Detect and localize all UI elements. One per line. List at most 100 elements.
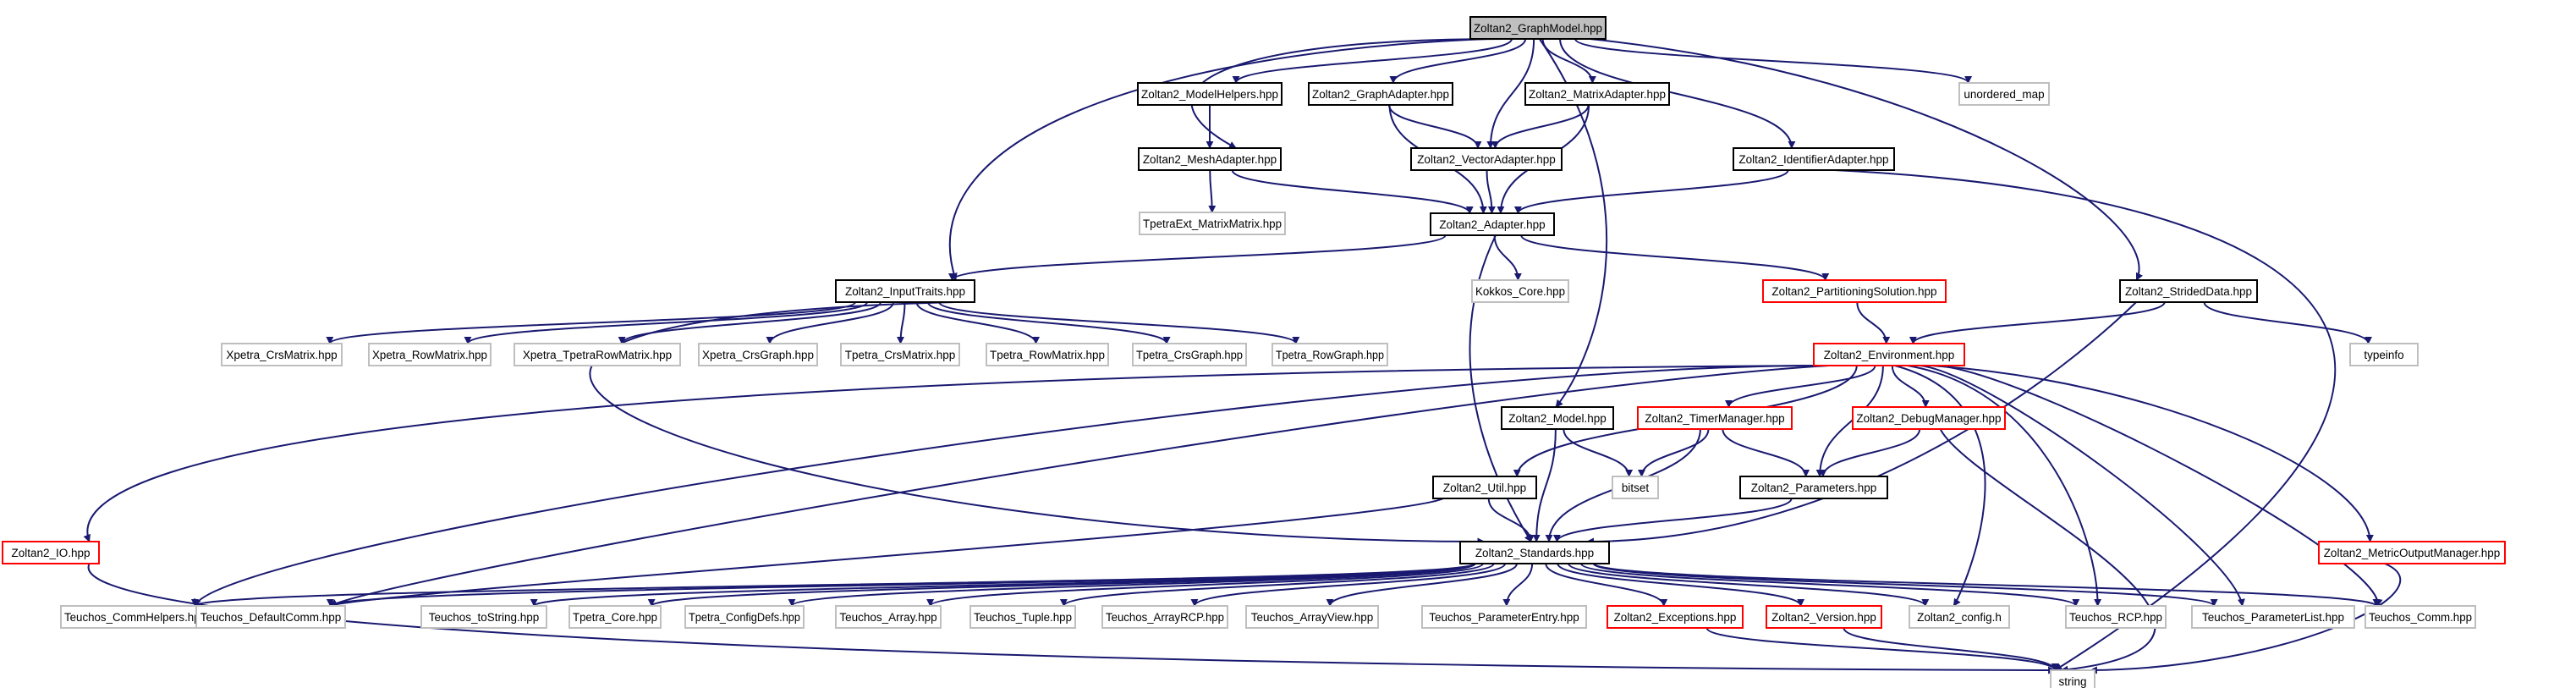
node-box bbox=[1637, 406, 1793, 430]
node-label: Tpetra_CrsMatrix.hpp bbox=[845, 349, 956, 361]
node-box bbox=[1410, 147, 1563, 171]
node-identifieradapter[interactable]: Zoltan2_IdentifierAdapter.hpp bbox=[1733, 147, 1895, 171]
node-label: Zoltan2_Standards.hpp bbox=[1475, 547, 1594, 559]
edge-standards-to-teuchos_defaultcomm bbox=[327, 563, 1476, 607]
node-tpetra-crsmatrix: Tpetra_CrsMatrix.hpp bbox=[840, 343, 960, 366]
node-teuchos-comm: Teuchos_Comm.hpp bbox=[2365, 605, 2476, 629]
node-meshadapter[interactable]: Zoltan2_MeshAdapter.hpp bbox=[1138, 147, 1282, 171]
node-label: Tpetra_RowGraph.hpp bbox=[1276, 349, 1384, 361]
node-box bbox=[221, 343, 343, 366]
node-label: Teuchos_CommHelpers.hpp bbox=[64, 611, 206, 624]
node-standards[interactable]: Zoltan2_Standards.hpp bbox=[1459, 541, 1610, 564]
node-box bbox=[1469, 16, 1607, 40]
edge-standards-to-version bbox=[1557, 563, 1805, 607]
node-box bbox=[2365, 605, 2476, 629]
node-box bbox=[420, 605, 547, 629]
node-box bbox=[2119, 279, 2258, 303]
node-label: Teuchos_ArrayView.hpp bbox=[1251, 611, 1374, 624]
node-label: Zoltan2_PartitioningSolution.hpp bbox=[1771, 285, 1936, 298]
node-box bbox=[1139, 212, 1286, 235]
node-box bbox=[1852, 406, 2006, 430]
edge-matrixadapter-to-vectoradapter bbox=[1491, 104, 1590, 149]
node-exceptions[interactable]: Zoltan2_Exceptions.hpp bbox=[1607, 605, 1744, 629]
node-box bbox=[2065, 605, 2167, 629]
node-teuchos-parameterlist: Teuchos_ParameterList.hpp bbox=[2191, 605, 2355, 629]
node-util[interactable]: Zoltan2_Util.hpp bbox=[1432, 476, 1537, 499]
node-version[interactable]: Zoltan2_Version.hpp bbox=[1766, 605, 1882, 629]
edge-standards-to-teuchos_arrayrcp bbox=[1190, 563, 1507, 607]
edge-identifieradapter-to-adapter bbox=[1514, 169, 1789, 214]
node-xpetra-rowmatrix: Xpetra_RowMatrix.hpp bbox=[368, 343, 492, 366]
node-teuchos-tuple: Teuchos_Tuple.hpp bbox=[969, 605, 1076, 629]
node-label: Tpetra_Core.hpp bbox=[573, 611, 657, 624]
node-partitioningsolution[interactable]: Zoltan2_PartitioningSolution.hpp bbox=[1762, 279, 1947, 303]
edge-graphmodel-to-inputtraits bbox=[948, 38, 1488, 281]
edge-debugmanager-to-parameters bbox=[1819, 428, 1921, 477]
edge-environment-to-teuchos_comm bbox=[1931, 364, 2383, 607]
edge-inputtraits-to-tpetra_crsgraph bbox=[926, 301, 1171, 344]
node-label: Tpetra_RowMatrix.hpp bbox=[990, 349, 1105, 361]
node-tpetra-core: Tpetra_Core.hpp bbox=[568, 605, 662, 629]
node-tpetra-configdefs: Tpetra_ConfigDefs.hpp bbox=[684, 605, 805, 629]
node-label: bitset bbox=[1622, 482, 1650, 494]
edge-model-to-bitset bbox=[1563, 428, 1634, 477]
node-box bbox=[1501, 406, 1614, 430]
node-box bbox=[1308, 82, 1453, 106]
node-strideddata[interactable]: Zoltan2_StridedData.hpp bbox=[2119, 279, 2258, 303]
node-graphadapter[interactable]: Zoltan2_GraphAdapter.hpp bbox=[1308, 82, 1453, 106]
node-box bbox=[1138, 147, 1282, 171]
edge-strideddata-to-standards bbox=[1585, 301, 2137, 546]
node-label: string bbox=[2058, 675, 2086, 688]
node-tpetraext: TpetraExt_MatrixMatrix.hpp bbox=[1139, 212, 1286, 235]
edge-graphadapter-to-vectoradapter bbox=[1388, 104, 1482, 149]
node-box bbox=[1137, 82, 1283, 106]
edge-inputtraits-to-xpetra_tpetrarowmatrix bbox=[618, 301, 882, 344]
edge-environment-to-teuchos_rcp bbox=[1907, 365, 2102, 607]
node-label: Zoltan2_config.h bbox=[1917, 611, 2002, 624]
node-box bbox=[1524, 82, 1670, 106]
node-box bbox=[684, 605, 805, 629]
node-environment[interactable]: Zoltan2_Environment.hpp bbox=[1813, 343, 1965, 366]
node-box bbox=[1430, 212, 1555, 236]
node-matrixadapter[interactable]: Zoltan2_MatrixAdapter.hpp bbox=[1524, 82, 1670, 106]
node-model[interactable]: Zoltan2_Model.hpp bbox=[1501, 406, 1614, 430]
node-box bbox=[2050, 669, 2095, 688]
edge-environment-to-teuchos_defaultcomm bbox=[329, 365, 1829, 607]
node-adapter[interactable]: Zoltan2_Adapter.hpp bbox=[1430, 212, 1555, 236]
edge-inputtraits-to-xpetra_rowmatrix bbox=[464, 301, 869, 344]
node-label: Xpetra_RowMatrix.hpp bbox=[372, 349, 487, 361]
edge-graphmodel-to-matrixadapter bbox=[1541, 38, 1596, 84]
node-label: Xpetra_CrsMatrix.hpp bbox=[226, 349, 337, 361]
node-label: Zoltan2_Environment.hpp bbox=[1824, 349, 1955, 361]
node-io[interactable]: Zoltan2_IO.hpp bbox=[2, 541, 100, 564]
edge-environment-to-timermanager bbox=[1725, 365, 1876, 408]
node-inputtraits[interactable]: Zoltan2_InputTraits.hpp bbox=[835, 279, 975, 303]
node-unordered-map: unordered_map bbox=[1958, 82, 2050, 106]
node-vectoradapter[interactable]: Zoltan2_VectorAdapter.hpp bbox=[1410, 147, 1563, 171]
node-box bbox=[969, 605, 1076, 629]
node-box bbox=[195, 605, 346, 629]
edge-util-to-standards bbox=[1487, 498, 1535, 542]
node-box bbox=[1471, 279, 1569, 303]
node-timermanager[interactable]: Zoltan2_TimerManager.hpp bbox=[1637, 406, 1793, 430]
node-label: Teuchos_Tuple.hpp bbox=[974, 611, 1072, 624]
node-box bbox=[1909, 605, 2010, 629]
node-label: Zoltan2_MeshAdapter.hpp bbox=[1143, 153, 1277, 166]
node-tpetra-rowgraph: Tpetra_RowGraph.hpp bbox=[1272, 343, 1388, 366]
edge-standards-to-teuchos_array bbox=[926, 563, 1484, 607]
node-graphmodel[interactable]: Zoltan2_GraphModel.hpp bbox=[1469, 16, 1607, 40]
node-metricoutputmanager[interactable]: Zoltan2_MetricOutputManager.hpp bbox=[2318, 541, 2506, 564]
node-box bbox=[2349, 343, 2419, 366]
node-label: Zoltan2_IdentifierAdapter.hpp bbox=[1738, 153, 1888, 166]
node-box bbox=[1607, 605, 1744, 629]
node-debugmanager[interactable]: Zoltan2_DebugManager.hpp bbox=[1852, 406, 2006, 430]
node-parameters[interactable]: Zoltan2_Parameters.hpp bbox=[1739, 476, 1888, 499]
edge-standards-to-teuchos_comm bbox=[1593, 563, 2381, 607]
node-box bbox=[1432, 476, 1537, 499]
edge-graphmodel-to-meshadapter bbox=[1190, 37, 1512, 149]
edge-inputtraits-to-tpetra_rowgraph bbox=[938, 301, 1300, 344]
node-box bbox=[698, 343, 818, 366]
node-tpetra-crsgraph: Tpetra_CrsGraph.hpp bbox=[1132, 343, 1247, 366]
node-modelhelpers[interactable]: Zoltan2_ModelHelpers.hpp bbox=[1137, 82, 1283, 106]
node-box bbox=[1101, 605, 1228, 629]
